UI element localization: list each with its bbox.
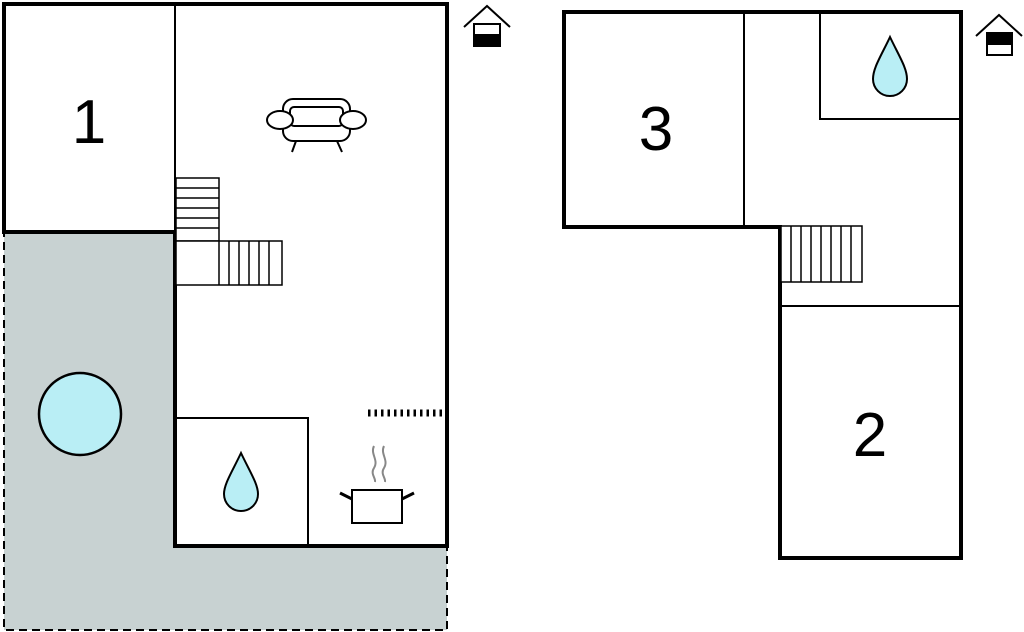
hot-tub-icon <box>37 371 123 457</box>
ground-floor: 1 <box>2 2 511 631</box>
floor-level-upper-icon <box>975 13 1023 56</box>
stairs-icon <box>175 177 283 286</box>
room-2-label: 2 <box>853 401 887 470</box>
upper-floor-walls <box>562 10 963 560</box>
cooking-pot-icon <box>339 445 415 524</box>
room-3-label: 3 <box>639 95 673 164</box>
bathroom-walls <box>175 417 309 547</box>
room-1-label: 1 <box>72 88 106 157</box>
water-drop-icon <box>222 450 260 512</box>
floor-level-ground-icon <box>463 4 511 47</box>
upper-bathroom-walls <box>819 14 959 120</box>
sofa-icon <box>266 98 367 153</box>
upper-floor: 3 2 <box>562 10 1023 560</box>
stairs-icon <box>780 225 863 283</box>
water-drop-icon <box>871 34 909 97</box>
